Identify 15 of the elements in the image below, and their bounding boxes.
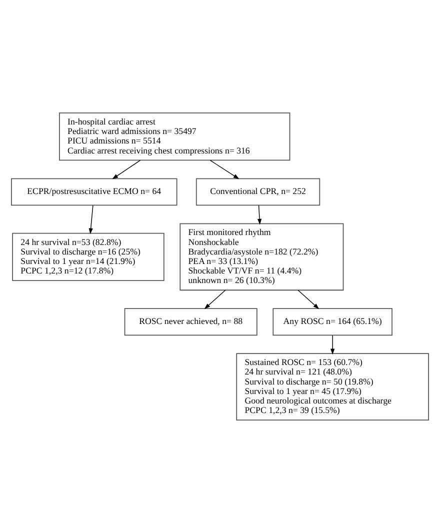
node-box: Conventional CPR, n= 252 bbox=[196, 178, 320, 206]
arrow bbox=[204, 289, 226, 309]
arrow bbox=[88, 204, 94, 234]
arrow bbox=[112, 159, 141, 179]
node-box: In-hospital cardiac arrest Pediatric ward admissions n= 35497 PICU admissions n= 5514 Cardiac arrest receiving chest compressions n= 316 bbox=[59, 112, 290, 160]
arrow bbox=[298, 289, 320, 309]
node-box: 24 hr survival n=53 (82.8%) Survival to discharge n=16 (25%) Survival to 1 year n=14 (21.9%) PCPC 1,2,3 n=12 (17.8%) bbox=[12, 232, 164, 280]
node-box: Any ROSC n= 164 (65.1%) bbox=[272, 308, 392, 336]
node-box: ROSC never achieved, n= 88 bbox=[124, 308, 258, 336]
arrow bbox=[257, 204, 262, 224]
node-box: First monitored rhythm Nonshockable Bradycardia/asystole n=182 (72.2%) PEA n= 33 (13.1%) Shockable VT/VF n= 11 (4.4%) unknown n= 26 (10.3%) bbox=[180, 222, 344, 290]
node-box: Sustained ROSC n= 153 (60.7%) 24 hr survival n= 121 (48.0%) Survival to discharge n= 50 (19.8%) Survival to 1 year n= 45 (17.9%) Good neurological outcomes at discharge PCPC 1,2,3 n= 39 (15.5%) bbox=[236, 352, 429, 420]
arrow bbox=[330, 334, 335, 354]
node-box: ECPR/postresuscitative ECMO n= 64 bbox=[11, 178, 178, 206]
arrow bbox=[210, 159, 240, 179]
